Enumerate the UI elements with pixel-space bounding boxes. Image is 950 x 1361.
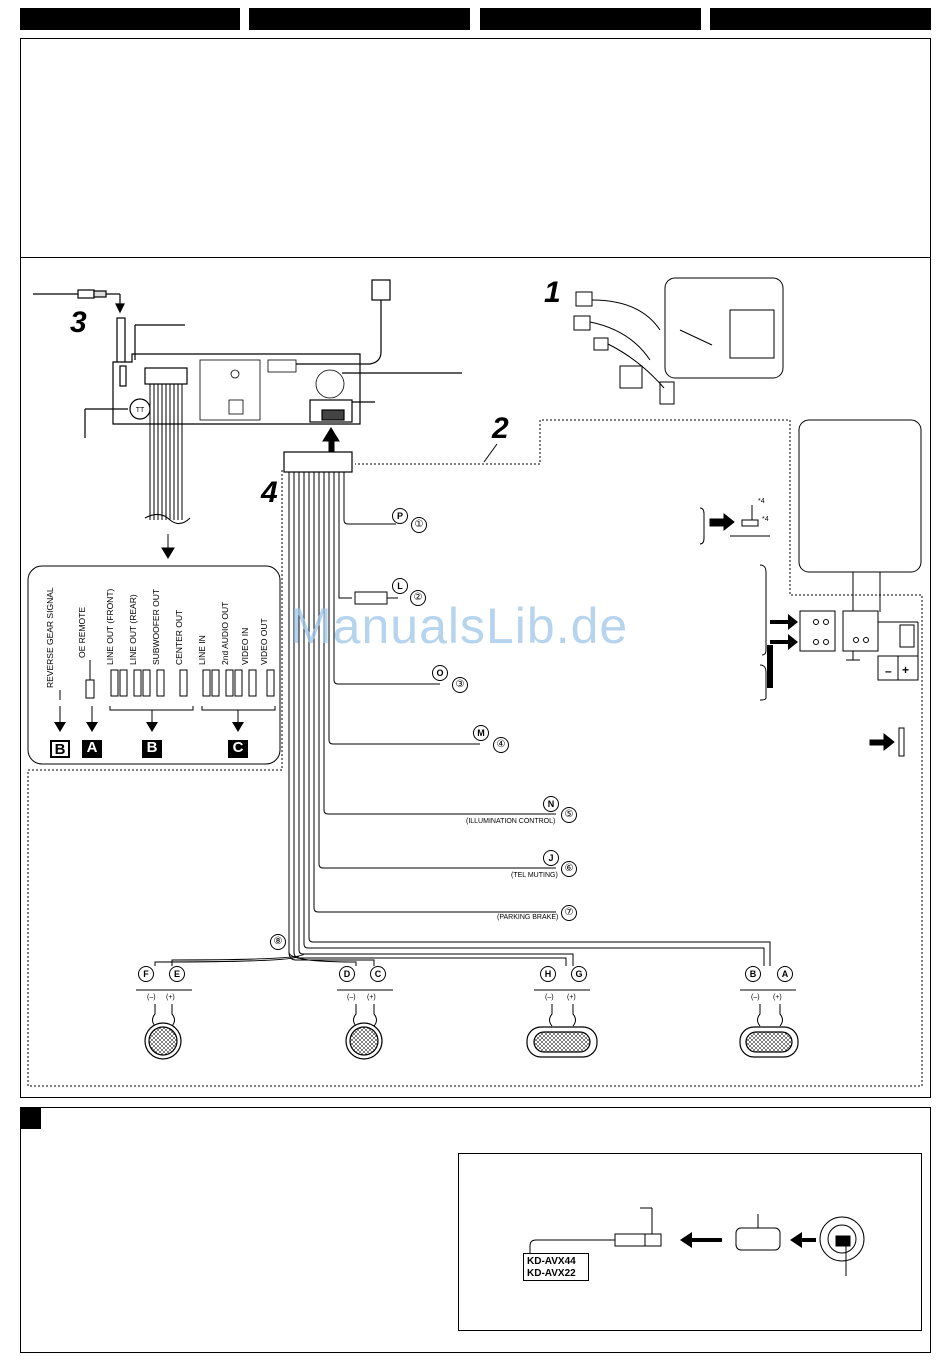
ignition-arrows [767, 614, 798, 688]
inset-arrows [680, 1232, 816, 1248]
terminal-label-2nd-audio-out: 2nd AUDIO OUT [220, 601, 230, 665]
terminal-label-line-out-front: LINE OUT (FRONT) [105, 588, 115, 665]
terminal-arrows [54, 722, 244, 732]
step-2-number: 2 [492, 412, 509, 445]
wire-number-3: ③ [452, 677, 468, 693]
terminal-group-c: C [228, 740, 248, 758]
connector-arrow [322, 427, 340, 453]
top-connector-cable [296, 279, 462, 403]
wire-letter-j: J [543, 850, 559, 866]
wire-caption-parking-brake: (PARKING BRAKE) [497, 914, 559, 921]
inset-devices [529, 1207, 865, 1276]
wire-number-6: ⑥ [561, 861, 577, 877]
terminal-label-video-out: VIDEO OUT [259, 618, 269, 665]
head-unit-wire-bundle [144, 384, 191, 559]
terminal-panel [27, 565, 281, 765]
speaker-2-neg-letter: D [339, 966, 355, 982]
wire-caption-tel-muting: (TEL MUTING) [511, 872, 558, 879]
ignition-detail [759, 419, 922, 701]
terminal-label-line-out-rear: LINE OUT (REAR) [128, 594, 138, 665]
battery-minus: – [885, 664, 892, 678]
speaker-4-pos: (+) [773, 994, 782, 1001]
header-bar-4 [710, 8, 931, 30]
reverse-indicator [869, 727, 905, 757]
terminal-label-reverse-gear: REVERSE GEAR SIGNAL [45, 587, 55, 688]
speaker-grilles [144, 1022, 799, 1060]
ground-note-mark-2: *4 [762, 516, 769, 523]
head-unit: TT [84, 324, 361, 438]
wire-number-5: ⑤ [561, 807, 577, 823]
ground-note-mark-1: *4 [758, 498, 765, 505]
speaker-4-pos-letter: A [777, 966, 793, 982]
header-bar-1 [20, 8, 240, 30]
model-kd-avx22: KD-AVX22 [527, 1268, 576, 1279]
speaker-2-neg: (–) [347, 994, 356, 1001]
speaker-bundle-number: ⑧ [270, 934, 286, 950]
harness-connector [283, 451, 353, 473]
wire-letter-m: M [473, 725, 489, 741]
section-divider [20, 257, 931, 258]
step-4-number: 4 [261, 476, 278, 509]
speaker-wiring [136, 989, 796, 1027]
header-bar-3 [480, 8, 701, 30]
connection-inset-frame [458, 1153, 922, 1331]
terminal-label-video-in: VIDEO IN [240, 627, 250, 665]
speaker-3-pos: (+) [567, 994, 576, 1001]
wire-number-4: ④ [493, 737, 509, 753]
speaker-3-neg-letter: H [540, 966, 556, 982]
speaker-1-neg-letter: F [138, 966, 154, 982]
terminal-group-b-1: B [50, 740, 70, 758]
wire-letter-p: P [392, 508, 408, 524]
battery-plus: + [902, 663, 910, 677]
speaker-1-neg: (–) [147, 994, 156, 1001]
terminal-label-oe-remote: OE REMOTE [77, 606, 87, 658]
speaker-1-pos: (+) [166, 994, 175, 1001]
harness-illustration [573, 277, 784, 405]
wire-letter-n: N [543, 796, 559, 812]
model-label: KD-AVX44 KD-AVX22 [523, 1253, 589, 1281]
watermark: ManualsLib.de [290, 598, 629, 654]
speaker-3-neg: (–) [545, 994, 554, 1001]
section-marker [20, 1108, 41, 1129]
wire-letter-o: O [432, 665, 448, 681]
wire-number-7: ⑦ [561, 905, 577, 921]
wire-number-2: ② [410, 590, 426, 606]
wire-caption-illumination: (ILLUMINATION CONTROL) [466, 818, 556, 825]
header-bar-2 [249, 8, 470, 30]
wire-letter-l: L [392, 578, 408, 594]
bottom-section-frame [20, 1107, 931, 1353]
step-3-number: 3 [70, 306, 87, 339]
dotted-outlines [27, 419, 923, 1087]
terminal-plugs [59, 660, 276, 722]
speaker-4-neg-letter: B [745, 966, 761, 982]
main-diagram-frame [20, 38, 931, 1098]
speaker-2-pos: (+) [367, 994, 376, 1001]
speaker-1-pos-letter: E [169, 966, 185, 982]
step-1-number: 1 [544, 276, 561, 309]
speaker-4-neg: (–) [751, 994, 760, 1001]
model-kd-avx44: KD-AVX44 [527, 1256, 576, 1267]
svg-text:TT: TT [136, 407, 145, 414]
terminal-group-a: A [82, 740, 102, 758]
wire-number-1: ① [411, 517, 427, 533]
harness-wires [154, 472, 771, 966]
speaker-2-pos-letter: C [370, 966, 386, 982]
step-2-leader [483, 443, 498, 463]
terminal-label-subwoofer-out: SUBWOOFER OUT [151, 588, 161, 665]
terminal-group-b-2: B [142, 740, 162, 758]
terminal-label-center-out: CENTER OUT [174, 609, 184, 665]
speaker-3-pos-letter: G [571, 966, 587, 982]
ground-screw [699, 505, 770, 545]
terminal-label-line-in: LINE IN [197, 635, 207, 665]
